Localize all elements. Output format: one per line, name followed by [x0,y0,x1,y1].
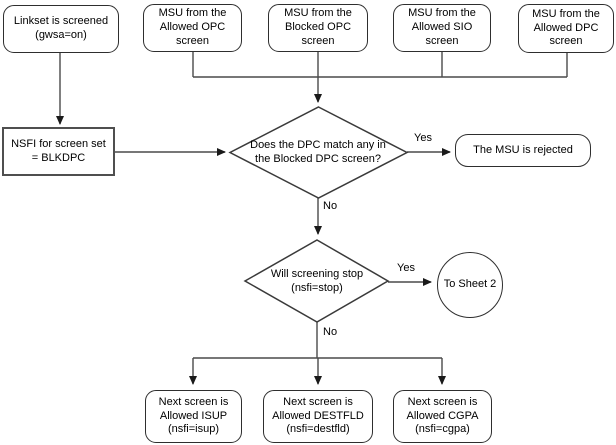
node-next-allowed-cgpa-label: Next screen is Allowed CGPA (nsfi=cgpa) [406,395,479,436]
node-msu-allowed-dpc-label: MSU from the Allowed DPC screen [532,7,600,48]
node-msu-allowed-opc: MSU from the Allowed OPC screen [143,4,242,52]
node-msu-allowed-opc-label: MSU from the Allowed OPC screen [158,7,227,47]
decision-diamond-dpc-match [228,106,409,199]
branch-label-screening-stop-no: No [323,326,338,338]
node-to-sheet-2: To Sheet 2 [437,252,503,318]
node-nsfi-blkdpc-label: NSFI for screen set = BLKDPC [11,137,106,164]
branch-label-dpc-match-no: No [323,200,338,212]
node-msu-rejected: The MSU is rejected [455,134,591,167]
edge-decision-stop-no-split [193,322,442,359]
decision-dpc-match-label: Does the DPC match any in the Blocked DP… [250,138,386,165]
node-next-allowed-isup-label: Next screen is Allowed ISUP (nsfi=isup) [158,395,229,436]
branch-label-dpc-match-yes: Yes [414,132,432,144]
node-msu-rejected-label: The MSU is rejected [473,143,573,156]
node-linkset-screened: Linkset is screened (gwsa=on) [3,5,119,53]
node-nsfi-blkdpc: NSFI for screen set = BLKDPC [2,127,115,176]
node-next-allowed-cgpa: Next screen is Allowed CGPA (nsfi=cgpa) [393,390,492,443]
node-msu-allowed-dpc: MSU from the Allowed DPC screen [518,4,614,53]
node-next-allowed-destfld: Next screen is Allowed DESTFLD (nsfi=des… [263,390,373,443]
edge-msu-sources-join [192,52,568,78]
node-msu-allowed-sio-label: MSU from the Allowed SIO screen [408,7,476,47]
branch-label-screening-stop-yes: Yes [397,262,415,274]
node-msu-blocked-opc: MSU from the Blocked OPC screen [268,4,368,52]
node-next-allowed-destfld-label: Next screen is Allowed DESTFLD (nsfi=des… [272,395,364,436]
node-linkset-screened-label: Linkset is screened (gwsa=on) [13,15,109,41]
node-msu-allowed-sio: MSU from the Allowed SIO screen [393,4,491,52]
decision-diamond-screening-stop [243,239,390,323]
node-msu-blocked-opc-label: MSU from the Blocked OPC screen [284,7,352,47]
node-to-sheet-2-label: To Sheet 2 [443,278,497,291]
decision-screening-stop-label: Will screening stop (nsfi=stop) [270,267,364,294]
node-next-allowed-isup: Next screen is Allowed ISUP (nsfi=isup) [145,390,242,443]
